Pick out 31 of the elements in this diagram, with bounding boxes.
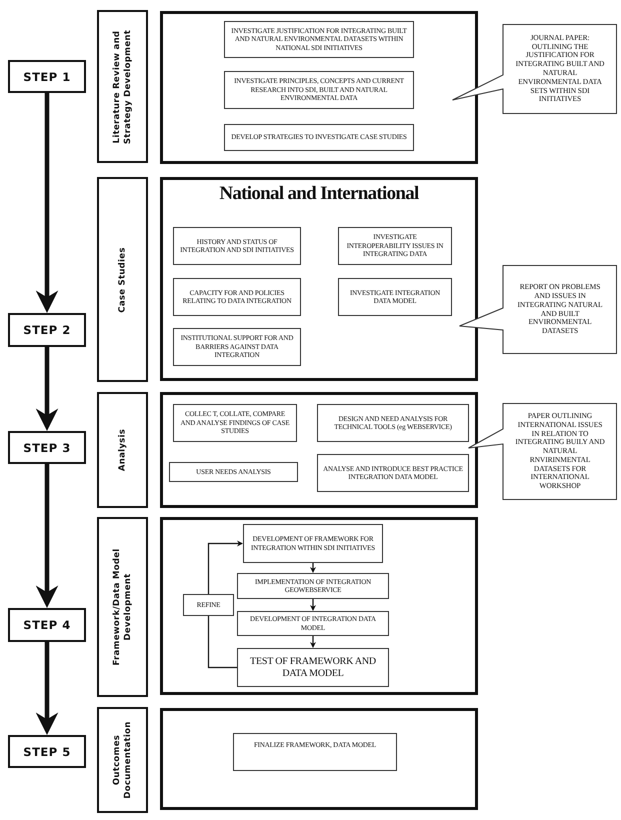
section-label-box — [97, 707, 148, 813]
arrow — [36, 642, 58, 735]
section-label-box — [97, 10, 148, 163]
arrow — [36, 464, 58, 608]
arrow — [310, 563, 316, 573]
section-panel — [160, 392, 478, 508]
step-box: STEP 3 — [8, 431, 86, 464]
step-box: STEP 4 — [8, 608, 86, 642]
section-label: Framework/Data Model Development — [111, 548, 134, 666]
section-label: Case Studies — [116, 246, 128, 313]
connector-line — [208, 616, 237, 668]
section-panel — [160, 517, 478, 695]
section-panel — [160, 177, 478, 381]
section-label: Literature Review and Strategy Development — [111, 28, 134, 144]
section-label: Analysis — [116, 428, 128, 472]
step-box: STEP 2 — [8, 313, 86, 347]
section-panel — [160, 11, 478, 164]
step-box: STEP 5 — [8, 735, 86, 768]
arrow — [36, 347, 58, 431]
panel-title: National and International — [219, 184, 419, 205]
step-box: STEP 1 — [8, 60, 86, 93]
section-label-box — [97, 392, 148, 508]
arrow — [310, 599, 316, 611]
section-label: Outcomes Documentation — [111, 720, 134, 800]
arrow — [36, 93, 58, 313]
section-label-box — [97, 517, 148, 697]
arrow — [310, 636, 316, 648]
section-label-box — [97, 177, 148, 382]
arrow — [208, 540, 243, 594]
section-panel — [160, 708, 478, 810]
task-box: TEST OF FRAMEWORK AND DATA MODEL — [237, 648, 389, 687]
